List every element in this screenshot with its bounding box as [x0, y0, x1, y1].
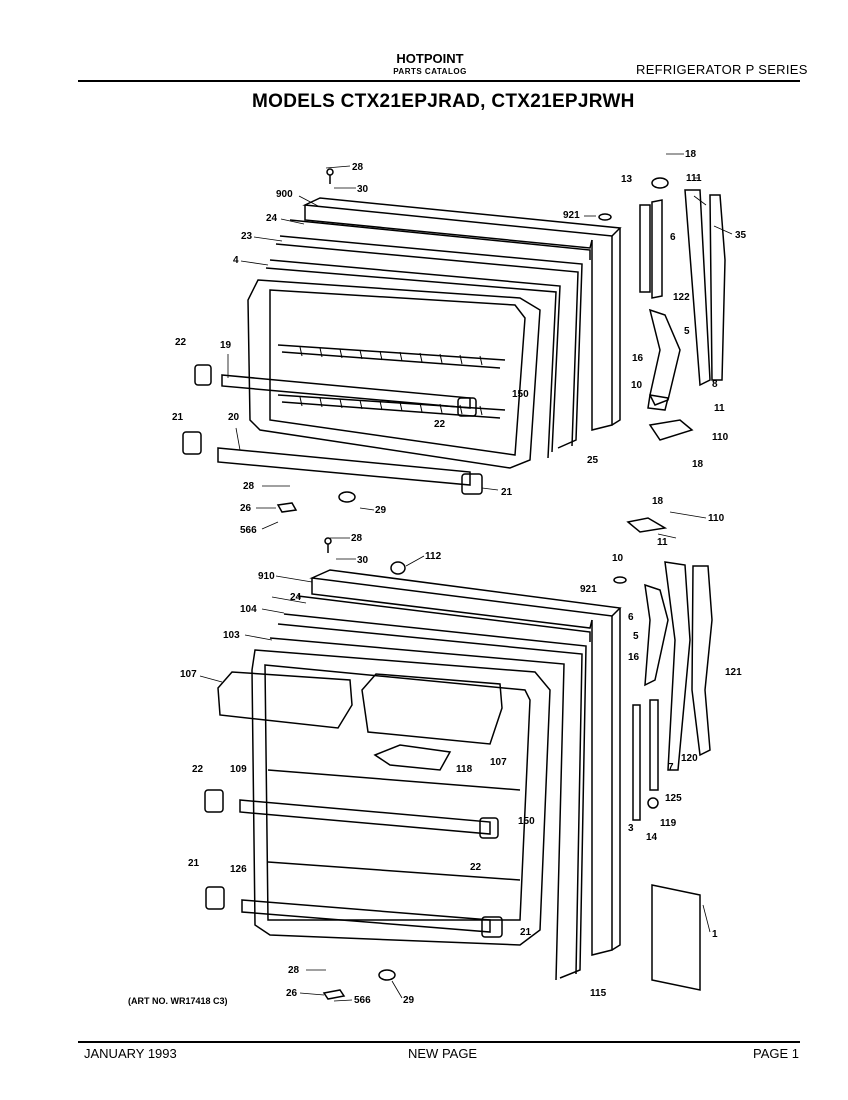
svg-text:103: 103 — [223, 630, 240, 641]
svg-text:6: 6 — [670, 232, 676, 243]
footer-page-number: PAGE 1 — [753, 1046, 800, 1061]
svg-text:22: 22 — [175, 337, 187, 348]
svg-text:120: 120 — [681, 753, 698, 764]
svg-text:11: 11 — [657, 537, 668, 548]
svg-text:150: 150 — [512, 389, 529, 400]
svg-text:18: 18 — [652, 496, 664, 507]
svg-text:121: 121 — [725, 667, 742, 678]
svg-text:24: 24 — [290, 592, 302, 603]
svg-text:110: 110 — [712, 432, 729, 443]
svg-text:6: 6 — [628, 612, 634, 623]
svg-text:21: 21 — [501, 487, 513, 498]
svg-text:566: 566 — [354, 995, 371, 1006]
svg-text:10: 10 — [631, 380, 643, 391]
svg-text:18: 18 — [692, 459, 704, 470]
svg-text:111: 111 — [686, 173, 702, 184]
svg-text:115: 115 — [590, 988, 607, 999]
header-rule — [78, 80, 800, 82]
svg-text:30: 30 — [357, 555, 369, 566]
brand-name: HOTPOINT — [396, 51, 464, 66]
svg-text:109: 109 — [230, 764, 247, 775]
svg-text:25: 25 — [587, 455, 599, 466]
svg-text:8: 8 — [712, 379, 718, 390]
svg-text:29: 29 — [403, 995, 415, 1006]
catalog-label: PARTS CATALOG — [393, 67, 467, 76]
footer-date: JANUARY 1993 — [84, 1046, 177, 1061]
footer-rule — [78, 1041, 800, 1043]
svg-text:126: 126 — [230, 864, 247, 875]
svg-text:7: 7 — [668, 762, 674, 773]
svg-text:566: 566 — [240, 525, 257, 536]
svg-text:16: 16 — [628, 652, 640, 663]
art-number: (ART NO. WR17418 C3) — [128, 996, 228, 1006]
svg-text:23: 23 — [241, 231, 253, 242]
svg-text:16: 16 — [632, 353, 644, 364]
svg-text:22: 22 — [434, 419, 446, 430]
svg-text:3: 3 — [628, 823, 634, 834]
svg-text:30: 30 — [357, 184, 369, 195]
svg-text:18: 18 — [685, 149, 697, 160]
svg-text:21: 21 — [172, 412, 184, 423]
svg-text:28: 28 — [351, 533, 363, 544]
svg-text:5: 5 — [633, 631, 639, 642]
svg-text:14: 14 — [646, 832, 658, 843]
svg-text:22: 22 — [192, 764, 204, 775]
series-label: REFRIGERATOR P SERIES — [636, 62, 808, 77]
footer-new-page: NEW PAGE — [408, 1046, 478, 1061]
svg-text:28: 28 — [243, 481, 255, 492]
svg-text:19: 19 — [220, 340, 232, 351]
svg-text:24: 24 — [266, 213, 278, 224]
svg-text:921: 921 — [580, 584, 597, 595]
svg-text:150: 150 — [518, 816, 535, 827]
svg-text:21: 21 — [520, 927, 532, 938]
svg-text:28: 28 — [352, 162, 364, 173]
svg-text:26: 26 — [286, 988, 298, 999]
svg-text:10: 10 — [612, 553, 624, 564]
page-title: MODELS CTX21EPJRAD, CTX21EPJRWH — [252, 91, 635, 112]
svg-text:107: 107 — [180, 669, 197, 680]
svg-text:921: 921 — [563, 210, 580, 221]
svg-text:28: 28 — [288, 965, 300, 976]
svg-text:1: 1 — [712, 929, 718, 940]
svg-text:110: 110 — [708, 513, 725, 524]
svg-text:26: 26 — [240, 503, 252, 514]
svg-text:119: 119 — [660, 818, 677, 829]
svg-text:104: 104 — [240, 604, 257, 615]
svg-text:118: 118 — [456, 764, 473, 775]
svg-text:4: 4 — [233, 255, 239, 266]
svg-text:29: 29 — [375, 505, 387, 516]
svg-text:910: 910 — [258, 571, 275, 582]
svg-text:35: 35 — [735, 230, 747, 241]
svg-text:112: 112 — [425, 551, 442, 562]
svg-text:125: 125 — [665, 793, 682, 804]
svg-text:20: 20 — [228, 412, 240, 423]
svg-text:22: 22 — [470, 862, 482, 873]
svg-text:5: 5 — [684, 326, 690, 337]
svg-text:900: 900 — [276, 189, 293, 200]
svg-text:21: 21 — [188, 858, 200, 869]
svg-text:13: 13 — [621, 174, 633, 185]
svg-text:107: 107 — [490, 757, 507, 768]
svg-text:11: 11 — [714, 403, 725, 414]
svg-text:122: 122 — [673, 292, 690, 303]
